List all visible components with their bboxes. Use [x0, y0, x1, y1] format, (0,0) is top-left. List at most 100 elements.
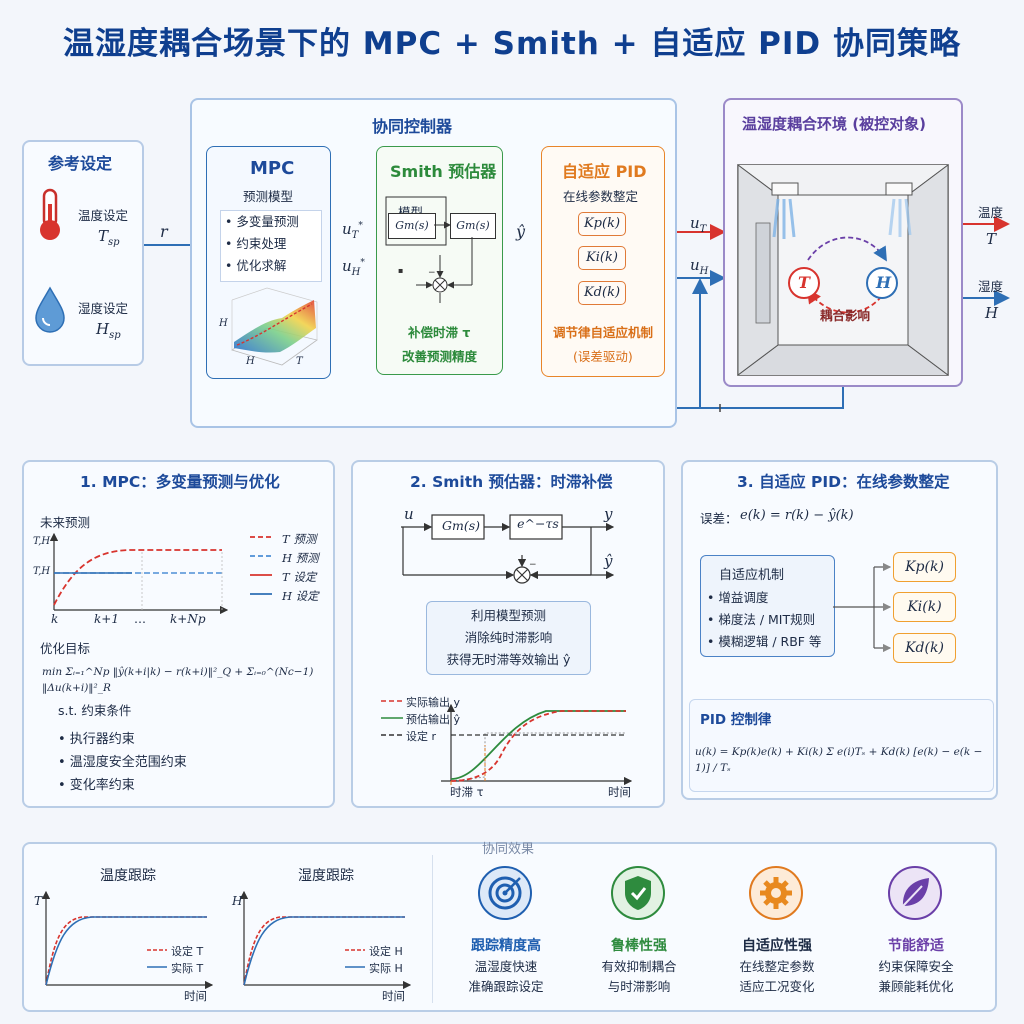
hum-legend-setpoint: 设定 H: [369, 945, 403, 958]
mpc-tick: k+1: [94, 612, 119, 626]
thermometer-icon: [40, 188, 60, 240]
smith-legend-item: 设定 r: [406, 730, 437, 743]
tracking-charts: [41, 890, 412, 990]
temp-track-ylabel: T: [34, 894, 43, 908]
temp-track-xlabel: 时间: [184, 989, 207, 1003]
smith-title: Smith 预估器: [390, 162, 497, 181]
r-signal-label: r: [160, 222, 168, 241]
uh-signal: uH*: [342, 257, 365, 278]
pid-note-1: 调节律自适应机制: [553, 325, 654, 340]
plant-header: 温湿度耦合环境 (被控对象): [742, 115, 926, 133]
mpc-tick: k: [51, 612, 59, 626]
mpc-axis-h: H: [219, 318, 228, 329]
smith-u: u: [404, 505, 414, 523]
smith-note: 获得无时滞等效输出 ŷ: [446, 652, 571, 667]
smith-gm-block: Gm(s): [441, 518, 480, 533]
pid-error-formula: e(k) = r(k) − ŷ(k): [740, 508, 854, 523]
pid-law-box: [689, 699, 994, 792]
pid-title: 自适应 PID: [562, 162, 647, 181]
mech-item: • 梯度法 / MIT规则: [707, 612, 816, 627]
pid-section-header: 3. 自适应 PID：在线参数整定: [737, 473, 950, 491]
pid-law-title: PID 控制律: [700, 712, 772, 728]
mpc-legend-item: H 设定: [282, 589, 319, 603]
gear-icon-glyph: [760, 877, 792, 909]
pid-law-formula: u(k) = Kp(k)e(k) + Ki(k) Σ e(i)Tₛ + Kd(k…: [695, 746, 983, 774]
benefit-line: 约束保障安全: [878, 959, 954, 974]
temp-setpoint-symbol: Tsp: [98, 227, 120, 248]
benefit-line: 适应工况变化: [739, 979, 815, 994]
mpc-constraint: • 温湿度安全范围约束: [58, 755, 187, 770]
benefit-title: 跟踪精度高: [471, 938, 541, 954]
mpc-tick: k+Np: [170, 612, 206, 626]
smith-gm-block-1: Gm(s): [388, 213, 436, 239]
page-title: 温湿度耦合场景下的 MPC + Smith + 自适应 PID 协同策略: [63, 26, 961, 62]
leaf-icon-glyph: [902, 878, 929, 907]
mpc-objective-formula: min Σᵢ₌₁^Np ‖ŷ(k+i|k) − r(k+i)‖²_Q + Σᵢ₌…: [42, 666, 314, 694]
mech-item: • 增益调度: [707, 590, 769, 605]
smith-legend-item: 预估输出 ŷ: [406, 713, 461, 726]
mpc-axis-h2: H: [246, 356, 255, 367]
effects-panel: [22, 842, 997, 1012]
mpc-objective-label: 优化目标: [40, 641, 91, 656]
smith-section-header: 2. Smith 预估器：时滞补偿: [410, 473, 613, 491]
svg-text:−: −: [428, 268, 436, 278]
out-hum-symbol: H: [985, 304, 999, 322]
mpc-prediction-chart: [49, 532, 272, 615]
smith-delay-label: 时滞 τ: [450, 785, 484, 799]
effects-divider: [432, 855, 433, 1003]
smith-notes-box: 利用模型预测 消除纯时滞影响 获得无时滞等效输出 ŷ: [426, 601, 591, 675]
out-temp-label: 温度: [978, 205, 1004, 220]
smith-delay-block: e^−τs: [517, 516, 559, 531]
shield-icon: [611, 866, 665, 920]
mpc-chart-ylabel-top: T,H: [33, 536, 51, 547]
smith-note: 消除纯时滞影响: [464, 630, 553, 645]
smith-yhat: ŷ: [516, 222, 526, 241]
smith-response-chart: [381, 700, 633, 786]
temp-setpoint-label: 温度设定: [78, 208, 129, 223]
mpc-constraint: • 变化率约束: [58, 778, 135, 793]
benefit-title: 鲁棒性强: [611, 938, 667, 954]
hum-setpoint-symbol: Hsp: [96, 320, 121, 341]
svg-text:▪: ▪: [398, 266, 403, 275]
setpoint-header: 参考设定: [48, 154, 113, 173]
temp-legend-setpoint: 设定 T: [171, 945, 204, 958]
smith-mini-diagram: − ▪: [385, 196, 473, 303]
mpc-subtitle: 预测模型: [243, 189, 294, 204]
pid-kd-output: Kd(k): [893, 633, 956, 663]
target-icon: [478, 866, 532, 920]
smith-time-label: 时间: [608, 785, 631, 799]
water-drop-icon: [35, 286, 65, 333]
temp-legend-actual: 实际 T: [171, 962, 204, 975]
mpc-item: • 优化求解: [225, 258, 287, 273]
mpc-legend-item: T 预测: [282, 532, 317, 546]
mpc-section-header: 1. MPC：多变量预测与优化: [80, 473, 280, 491]
pid-error-label: 误差：: [700, 511, 738, 526]
pid-ki-output: Ki(k): [893, 592, 956, 622]
smith-note-1: 补偿时滞 τ: [408, 325, 471, 340]
mpc-item: • 约束处理: [225, 236, 287, 251]
smith-yhat-out: ŷ: [604, 552, 613, 570]
smith-block-diagram: −: [401, 514, 615, 584]
mpc-surface-plot: [231, 287, 318, 366]
benefit-line: 温湿度快速: [474, 959, 538, 974]
pid-kp-box: Kp(k): [578, 212, 626, 236]
mpc-title: MPC: [250, 158, 295, 179]
shield-icon-glyph: [625, 876, 651, 910]
plant-coupling-label: 耦合影响: [820, 308, 871, 323]
mpc-constraint: • 执行器约束: [58, 732, 135, 747]
plant-uh-input: uH: [690, 256, 709, 277]
svg-text:−: −: [529, 560, 537, 570]
hum-legend-actual: 实际 H: [369, 962, 403, 975]
out-hum-label: 湿度: [978, 279, 1004, 294]
benefit-title: 自适应性强: [742, 938, 812, 954]
mpc-tick: …: [134, 612, 146, 626]
gear-icon: [749, 866, 803, 920]
benefit-title: 节能舒适: [888, 938, 944, 954]
smith-note: 利用模型预测: [470, 608, 546, 623]
benefit-line: 准确跟踪设定: [468, 979, 544, 994]
pid-ki-box: Ki(k): [578, 246, 626, 270]
mpc-st-label: s.t. 约束条件: [58, 703, 132, 718]
smith-note-2: 改善预测精度: [402, 349, 478, 364]
benefit-line: 与时滞影响: [607, 979, 671, 994]
